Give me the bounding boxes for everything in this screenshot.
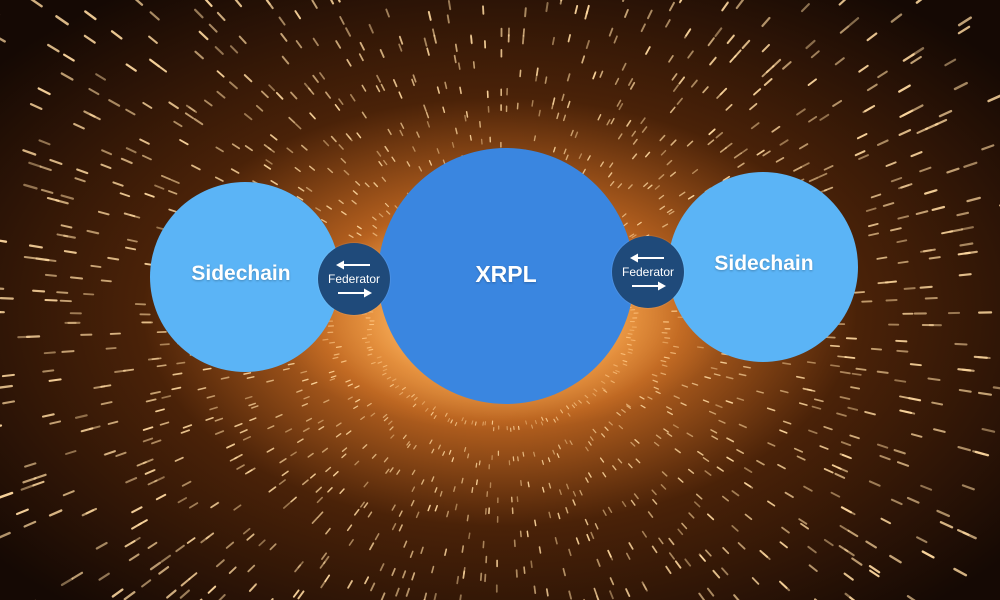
arrow-right-icon <box>338 288 372 298</box>
xrpl-node: XRPL <box>378 148 634 404</box>
sidechain-node-right: Sidechain <box>668 172 858 362</box>
federator-right: Federator <box>612 236 684 308</box>
federator-left-label: Federator <box>327 272 381 286</box>
sidechain-node-left: Sidechain <box>150 182 340 372</box>
arrow-left-icon <box>336 260 370 270</box>
arrow-left-icon <box>630 253 664 263</box>
federator-right-label: Federator <box>621 265 675 279</box>
sidechain-left-label: Sidechain <box>191 262 291 285</box>
federator-left: Federator <box>318 243 390 315</box>
sidechain-right-label: Sidechain <box>714 252 814 275</box>
arrow-right-icon <box>632 281 666 291</box>
xrpl-label: XRPL <box>475 260 537 287</box>
